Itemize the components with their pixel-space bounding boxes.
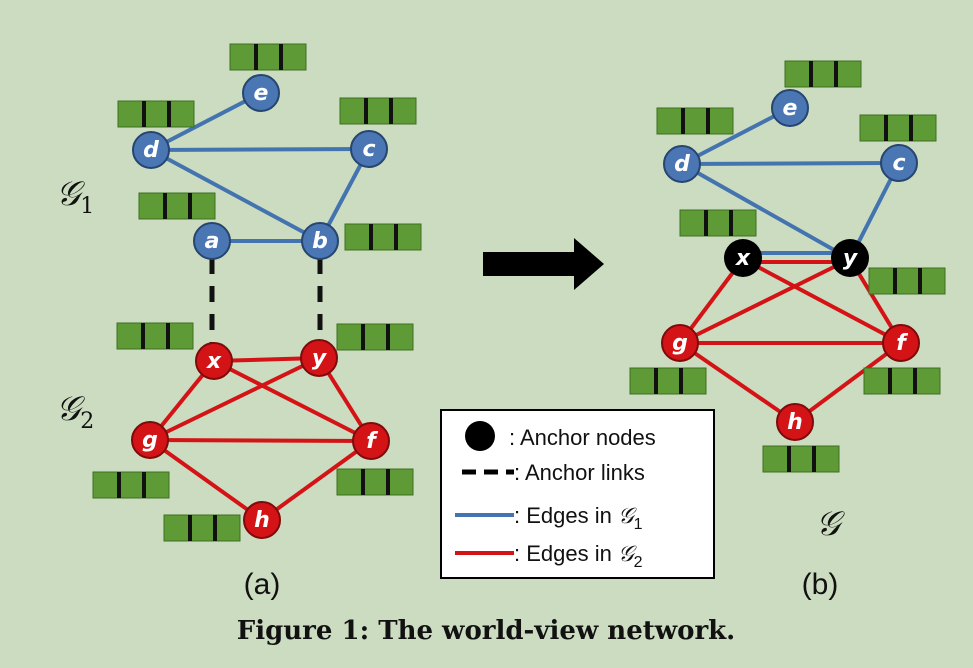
g2-nodes: x y g f h — [131, 339, 390, 539]
node-label-y: y — [312, 346, 328, 371]
edge-d-b — [150, 148, 321, 243]
feature-block-g — [92, 471, 170, 499]
feature-block-e-b — [784, 60, 862, 88]
feature-block-f — [336, 468, 414, 496]
feature-block-a — [138, 192, 216, 220]
node-label-x: x — [206, 349, 222, 374]
node-label-c-b: c — [892, 151, 905, 176]
edge-d-c-b — [681, 161, 900, 166]
node-label-e: e — [254, 81, 269, 106]
g1-nodes: e d c a b — [132, 74, 388, 260]
node-h: h — [243, 501, 281, 539]
feature-block-h — [163, 514, 241, 542]
g1-label: 𝒢1 — [56, 174, 94, 219]
legend-anchor-nodes-text: : Anchor nodes — [509, 425, 656, 450]
feature-block-g-b — [629, 367, 707, 395]
anchor-links — [209, 258, 323, 343]
node-f: f — [352, 422, 390, 460]
node-label-d-b: d — [674, 152, 690, 177]
node-f-b: f — [882, 324, 920, 362]
feature-block-h-b — [762, 445, 840, 473]
edge-d-y-b — [681, 162, 851, 261]
feature-blocks-a — [92, 43, 422, 542]
node-d: d — [132, 131, 170, 169]
feature-block-c-b — [859, 114, 937, 142]
node-y-b: y — [831, 239, 869, 277]
legend-edges-g2: : Edges in 𝒢2 — [455, 541, 643, 571]
feature-block-d-b — [656, 107, 734, 135]
feature-block-y-b — [868, 267, 946, 295]
nodes-b: e d c x y g f — [661, 89, 920, 441]
node-c: c — [350, 130, 388, 168]
feature-block-x — [116, 322, 194, 350]
node-label-a: a — [205, 229, 220, 254]
legend-anchor-links: : Anchor links — [462, 460, 645, 485]
node-label-h: h — [254, 508, 270, 533]
node-e: e — [242, 74, 280, 112]
node-label-c: c — [362, 137, 375, 162]
node-x: x — [195, 342, 233, 380]
node-x-b: x — [724, 239, 762, 277]
g2-edges — [148, 356, 373, 522]
feature-block-c — [339, 97, 417, 125]
node-label-x-b: x — [735, 246, 751, 271]
node-label-f: f — [366, 429, 378, 454]
legend-edges-g1-text: : Edges in 𝒢1 — [514, 503, 643, 533]
g2-edges-b — [678, 257, 903, 424]
node-label-y-b: y — [843, 246, 859, 271]
edge-e-d — [150, 91, 262, 152]
feature-block-d — [117, 100, 195, 128]
node-label-b: b — [312, 229, 328, 254]
node-b: b — [301, 222, 339, 260]
g-label: 𝒢 — [816, 504, 845, 544]
legend-edges-g2-text: : Edges in 𝒢2 — [514, 541, 643, 571]
panel-b: e d c x y g f — [629, 60, 946, 601]
g2-label: 𝒢2 — [56, 389, 94, 434]
feature-block-f-b — [863, 367, 941, 395]
legend-anchor-links-text: : Anchor links — [514, 460, 645, 485]
edge-e-d-b — [681, 106, 791, 166]
panel-a-label: (a) — [244, 568, 281, 601]
node-label-h-b: h — [787, 410, 803, 435]
edge-y-g — [149, 356, 320, 442]
node-label-f-b: f — [896, 331, 908, 356]
panel-a: e d c a b x — [56, 43, 422, 601]
edge-g-h — [148, 438, 264, 522]
edge-g-f — [149, 438, 372, 443]
node-a: a — [193, 222, 231, 260]
node-g-b: g — [661, 324, 699, 362]
node-d-b: d — [663, 145, 701, 183]
legend-edges-g1: : Edges in 𝒢1 — [455, 503, 643, 533]
feature-block-y — [336, 323, 414, 351]
node-label-d: d — [143, 138, 159, 163]
legend-anchor-nodes: : Anchor nodes — [465, 421, 656, 451]
node-h-b: h — [776, 403, 814, 441]
anchor-node-swatch — [465, 421, 495, 451]
figure-caption: Figure 1: The world-view network. — [237, 616, 735, 646]
node-e-b: e — [771, 89, 809, 127]
transform-arrow — [483, 238, 604, 290]
edge-x-f-b — [742, 257, 902, 345]
feature-block-e — [229, 43, 307, 71]
legend: : Anchor nodes : Anchor links : Edges in… — [440, 409, 715, 579]
edge-g-h-b — [678, 341, 797, 424]
node-label-g: g — [142, 428, 158, 453]
node-label-e-b: e — [783, 96, 798, 121]
node-c-b: c — [880, 144, 918, 182]
node-y: y — [300, 339, 338, 377]
feature-block-b — [344, 223, 422, 251]
node-label-g-b: g — [672, 331, 688, 356]
edge-f-h-b — [793, 341, 903, 424]
edge-d-c — [150, 147, 370, 152]
edge-f-h — [260, 439, 373, 522]
node-g: g — [131, 421, 169, 459]
panel-b-label: (b) — [802, 568, 839, 601]
edge-x-f — [213, 359, 372, 443]
edge-y-g-b — [679, 257, 851, 345]
feature-block-x-b — [679, 209, 757, 237]
